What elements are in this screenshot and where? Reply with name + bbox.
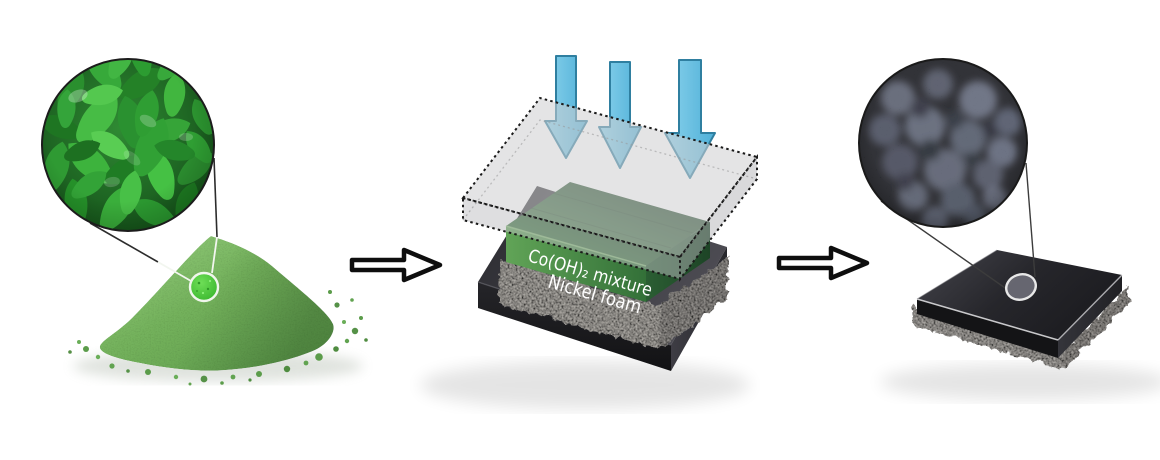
pressing-assembly-panel: Co(OH)₂ mixture Nickel foam [420,55,759,409]
assembly-shadow [420,361,750,409]
pressed-slab [916,249,1123,358]
powder-pile [99,236,334,371]
pressed-electrode-panel [858,58,1160,400]
flow-arrow-1-icon [349,247,443,283]
electrode-callout-circle [1005,273,1037,301]
press-plate-dashed [461,96,759,282]
inset-ring [41,58,215,232]
powder-crumbs [68,290,368,386]
powder-callout-circle [188,271,220,303]
nanosheet-inset-circle [41,58,215,232]
precursor-powder-panel [41,58,368,386]
electrode-shadow [880,364,1160,400]
microstructure-inset-circle [858,58,1028,228]
flow-arrow-2-icon [776,245,870,281]
nickel-foam-layer [497,254,726,348]
magnifier-connector-lines-left [89,157,218,282]
inset-ring [858,58,1028,228]
